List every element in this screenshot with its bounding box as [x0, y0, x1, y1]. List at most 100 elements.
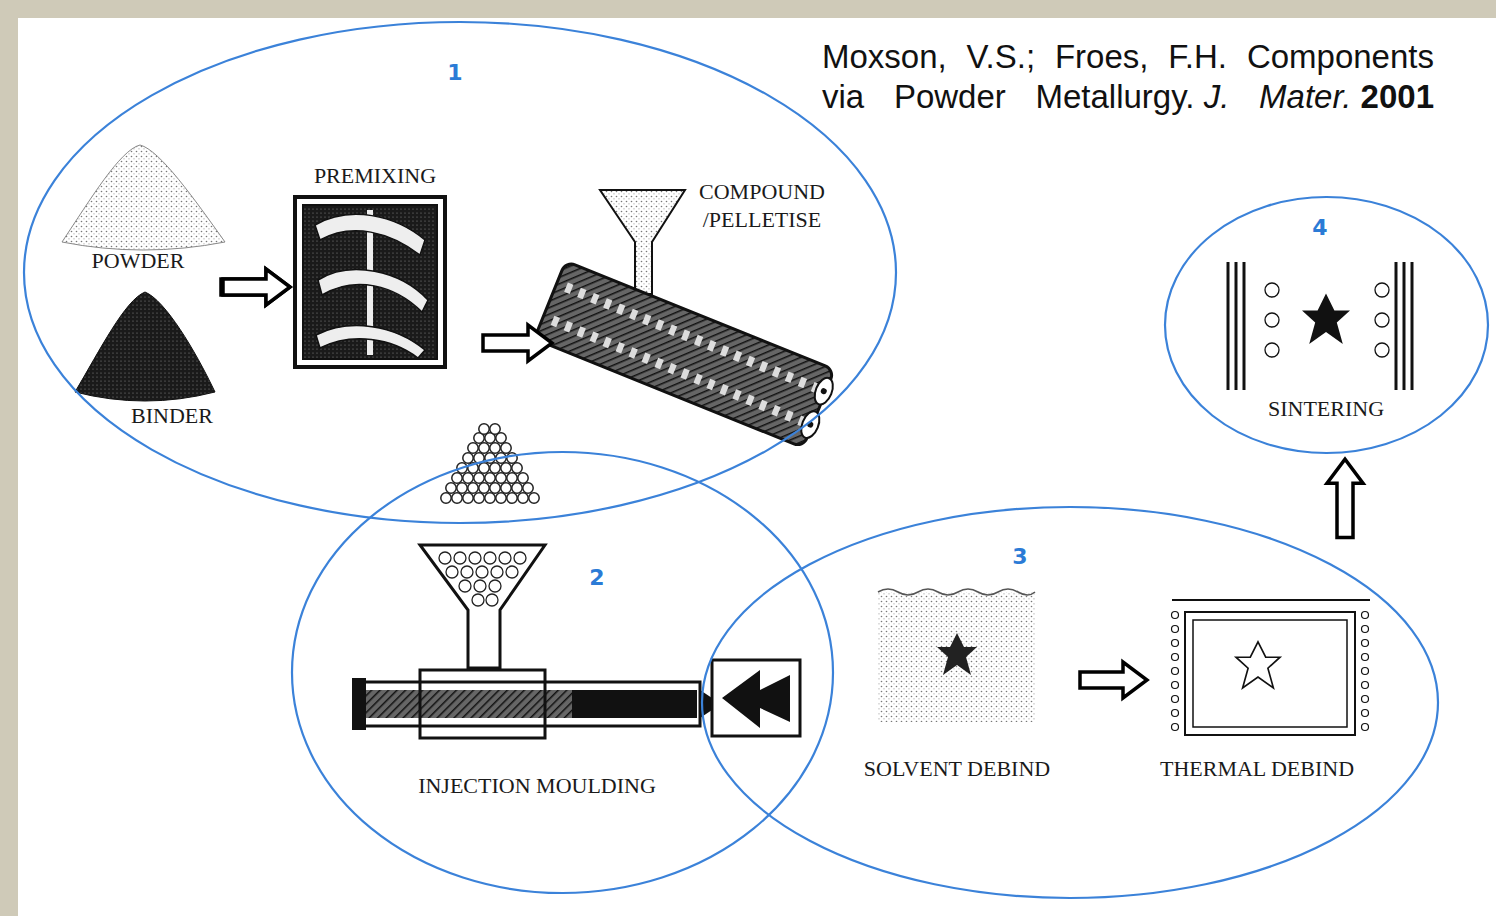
pellet-pile [501, 463, 511, 473]
step-label: INJECTION MOULDING [387, 772, 687, 800]
injection-machine [420, 545, 545, 668]
thermal-furnace [1172, 724, 1179, 731]
sintering-furnace [1411, 262, 1414, 390]
compounder [534, 261, 840, 450]
injection-machine [355, 682, 700, 726]
compounder [566, 287, 816, 388]
injection-machine [722, 670, 790, 728]
premixer [303, 205, 437, 359]
process-step: SOLVENT DEBIND [848, 580, 1065, 790]
pellet-pile [490, 443, 500, 453]
citation-text: 2001 [1361, 78, 1434, 115]
binder-cone [75, 292, 215, 401]
powder-cone [62, 145, 225, 250]
injection-machine [491, 566, 503, 578]
pellet-pile [446, 483, 456, 493]
block-arrow [221, 269, 290, 305]
solvent-tank [878, 589, 1035, 595]
injection-machine [439, 552, 526, 606]
injection-machine [454, 552, 466, 564]
thermal-furnace [1362, 612, 1369, 619]
thermal-furnace [1362, 668, 1369, 675]
sintering-furnace [1395, 262, 1398, 390]
injection-machine [489, 580, 501, 592]
pellet-pile [441, 424, 539, 503]
block-arrow [1327, 459, 1363, 537]
thermal-furnace [1172, 640, 1179, 647]
sintering-furnace [1235, 262, 1238, 390]
stage-number: 4 [1305, 215, 1335, 241]
thermal-furnace [1362, 654, 1369, 661]
thermal-furnace [1172, 668, 1179, 675]
stage-outline [702, 507, 1438, 898]
process-step: PREMIXING [290, 158, 453, 372]
pellet-pile [529, 493, 539, 503]
pellet-pile [441, 493, 451, 503]
stage-outline [292, 452, 833, 893]
sintering-furnace [1302, 294, 1350, 344]
pellet-pile [485, 473, 495, 483]
pellet-pile [474, 493, 484, 503]
process-step: COMPOUND /PELLETISE [552, 172, 845, 415]
injection-machine [572, 690, 697, 718]
premixer [315, 214, 425, 255]
pellet-pile [523, 483, 533, 493]
sintering-furnace [1375, 283, 1389, 297]
injection-machine [362, 690, 572, 718]
injection-machine [484, 552, 496, 564]
premixer [318, 270, 428, 312]
injection-machine [439, 552, 451, 564]
stage-number: 1 [440, 60, 470, 86]
step-label: BINDER [124, 402, 220, 430]
thermal-furnace [1236, 642, 1280, 688]
thermal-furnace [1193, 620, 1347, 727]
thermal-furnace [1172, 710, 1179, 717]
step-label: COMPOUND /PELLETISE [682, 178, 842, 234]
block-arrow [1080, 662, 1147, 698]
pellet-pile [496, 473, 506, 483]
solvent-tank [878, 589, 1035, 722]
pellet-pile [479, 443, 489, 453]
injection-machine [420, 670, 545, 738]
pellet-pile [518, 493, 528, 503]
sintering-furnace [1227, 262, 1230, 390]
injection-machine [352, 678, 366, 730]
step-label: POWDER [78, 247, 198, 275]
stage-ellipse: 3SOLVENT DEBINDTHERMAL DEBIND [700, 505, 1440, 900]
solvent-tank [878, 592, 1035, 722]
stage-outline [24, 22, 896, 523]
sintering-furnace [1375, 313, 1389, 327]
pellet-pile [452, 473, 462, 483]
thermal-furnace [1172, 612, 1369, 731]
pellet-pile [463, 493, 473, 503]
pellet-pile [501, 483, 511, 493]
pellet-pile [501, 443, 511, 453]
sintering-furnace [1403, 262, 1406, 390]
injection-machine [459, 580, 471, 592]
pellet-pile [468, 483, 478, 493]
pellet-pile [463, 473, 473, 483]
pellet-pile [468, 443, 478, 453]
process-step: POWDER [55, 140, 221, 278]
injection-machine [476, 566, 488, 578]
thermal-furnace [1172, 654, 1179, 661]
solvent-tank [937, 633, 977, 675]
pellet-pile [479, 424, 489, 434]
pellet-pile [490, 483, 500, 493]
stage-ellipse: 1POWDER BINDER PREMIXING COMPOUND /PELLETIS… [22, 20, 898, 525]
sintering-furnace [1265, 283, 1279, 297]
thermal-furnace [1172, 599, 1370, 601]
step-label: SOLVENT DEBIND [852, 755, 1062, 783]
pellet-pile [518, 473, 528, 483]
premixer [295, 197, 445, 367]
pellet-pile [512, 483, 522, 493]
injection-machine [469, 552, 481, 564]
injection-machine [472, 594, 484, 606]
thermal-furnace [1172, 612, 1179, 619]
injection-machine [499, 552, 511, 564]
thermal-furnace [1362, 696, 1369, 703]
process-step: BINDER [70, 285, 223, 433]
sintering-furnace [1228, 262, 1412, 390]
thermal-furnace [1362, 626, 1369, 633]
injection-machine [486, 594, 498, 606]
